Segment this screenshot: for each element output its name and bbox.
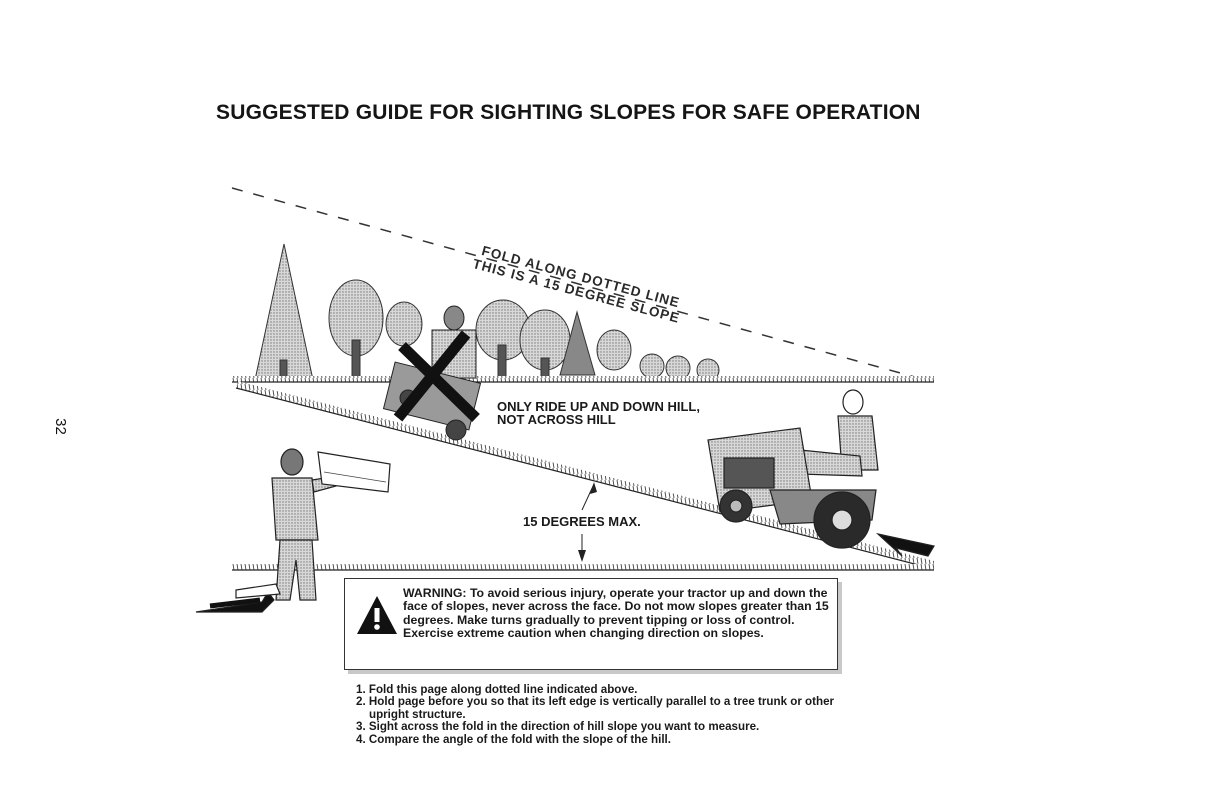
man-sighting [195,448,391,613]
pine-tree-dark [559,310,596,376]
ride-direction-label: ONLY RIDE UP AND DOWN HILL, NOT ACROSS H… [497,400,700,426]
instruction-item: 3. Sight across the fold in the directio… [356,720,760,734]
lower-ground [232,564,934,570]
page-title: SUGGESTED GUIDE FOR SIGHTING SLOPES FOR … [216,101,921,124]
warning-triangle-icon [357,596,397,634]
ride-label-line-2: NOT ACROSS HILL [497,412,616,427]
fold-dotted-line [231,187,923,380]
direction-arrow [875,532,935,557]
red-x-stroke-1 [398,342,480,422]
folded-page [317,451,391,493]
red-x-stroke-2 [393,330,471,422]
instruction-item: 2. Hold page before you so that its left… [356,695,835,721]
warning-text: WARNING: To avoid serious injury, operat… [403,586,829,641]
instruction-list: 1. Fold this page along dotted line indi… [356,683,856,746]
slope-ground [236,381,934,568]
wrong-tractor-across-hill [382,305,482,441]
correct-tractor-up-hill [707,389,935,557]
ride-label-line-1: ONLY RIDE UP AND DOWN HILL, [497,399,700,414]
trees [254,243,720,383]
instruction-item: 1. Fold this page along dotted line indi… [356,683,638,696]
warning-box: WARNING: To avoid serious injury, operat… [344,578,838,670]
instruction-item: 4. Compare the angle of the fold with th… [356,732,671,746]
upper-ground [232,376,934,382]
max-degrees-label: 15 DEGREES MAX. [523,514,641,529]
